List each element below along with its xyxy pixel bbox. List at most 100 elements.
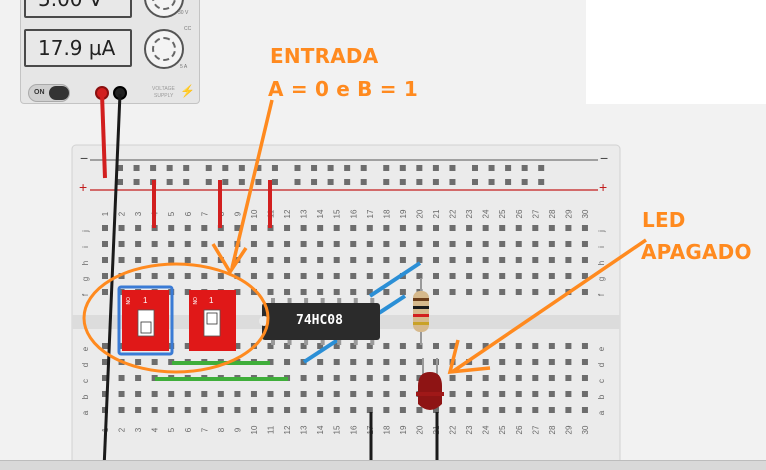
breadboard-hole[interactable] [466, 257, 473, 263]
breadboard-hole[interactable] [548, 241, 555, 247]
breadboard-hole[interactable] [581, 343, 588, 349]
breadboard-hole[interactable] [482, 375, 489, 381]
breadboard-hole[interactable] [118, 225, 125, 231]
breadboard-hole[interactable] [515, 225, 522, 231]
breadboard-hole[interactable] [135, 359, 142, 365]
breadboard-hole[interactable] [102, 257, 108, 263]
breadboard-hole[interactable] [168, 257, 175, 263]
breadboard-hole[interactable] [234, 273, 241, 279]
breadboard-hole[interactable] [366, 273, 373, 279]
breadboard-hole[interactable] [499, 375, 506, 381]
breadboard-hole[interactable] [532, 407, 539, 413]
breadboard-hole[interactable] [565, 257, 572, 263]
breadboard-hole[interactable] [317, 289, 324, 295]
rail-hole-plus[interactable] [183, 179, 190, 185]
breadboard-hole[interactable] [499, 273, 506, 279]
breadboard-hole[interactable] [515, 273, 522, 279]
breadboard-hole[interactable] [201, 273, 208, 279]
breadboard-hole[interactable] [184, 257, 191, 263]
breadboard-hole[interactable] [532, 375, 539, 381]
breadboard-hole[interactable] [350, 241, 357, 247]
breadboard-hole[interactable] [515, 289, 522, 295]
breadboard-hole[interactable] [581, 289, 588, 295]
breadboard-hole[interactable] [317, 343, 324, 349]
breadboard-hole[interactable] [449, 225, 456, 231]
breadboard-hole[interactable] [102, 343, 108, 349]
breadboard-hole[interactable] [168, 241, 175, 247]
wire-blue-1[interactable] [368, 261, 422, 298]
breadboard-hole[interactable] [333, 289, 340, 295]
breadboard-hole[interactable] [581, 225, 588, 231]
breadboard-hole[interactable] [217, 273, 224, 279]
led-red-off[interactable] [418, 372, 442, 410]
breadboard-hole[interactable] [234, 343, 241, 349]
breadboard-hole[interactable] [383, 257, 390, 263]
resistor[interactable] [413, 291, 429, 332]
rail-hole-minus[interactable] [360, 165, 367, 171]
breadboard-hole[interactable] [565, 407, 572, 413]
breadboard-hole[interactable] [399, 289, 406, 295]
breadboard-hole[interactable] [466, 289, 473, 295]
breadboard-hole[interactable] [416, 407, 423, 413]
rail-hole-minus[interactable] [344, 165, 351, 171]
wire-black-psu[interactable] [102, 93, 122, 469]
rail-hole-minus[interactable] [488, 165, 495, 171]
breadboard-hole[interactable] [433, 407, 439, 413]
breadboard-hole[interactable] [350, 375, 357, 381]
rail-hole-plus[interactable] [538, 179, 545, 185]
breadboard-hole[interactable] [300, 257, 307, 263]
breadboard-hole[interactable] [118, 257, 125, 263]
breadboard-hole[interactable] [383, 343, 390, 349]
rail-hole-minus[interactable] [271, 165, 278, 171]
breadboard-hole[interactable] [102, 225, 108, 231]
breadboard-hole[interactable] [151, 375, 158, 381]
breadboard-hole[interactable] [102, 391, 108, 397]
rail-hole-minus[interactable] [538, 165, 545, 171]
breadboard-hole[interactable] [234, 289, 241, 295]
breadboard-hole[interactable] [333, 241, 340, 247]
breadboard-hole[interactable] [548, 225, 555, 231]
breadboard-hole[interactable] [399, 375, 406, 381]
rail-hole-plus[interactable] [449, 179, 456, 185]
breadboard-hole[interactable] [118, 289, 125, 295]
breadboard-hole[interactable] [449, 375, 456, 381]
breadboard-hole[interactable] [201, 391, 208, 397]
breadboard-hole[interactable] [168, 225, 175, 231]
breadboard-hole[interactable] [217, 391, 224, 397]
rail-hole-plus[interactable] [521, 179, 528, 185]
breadboard-hole[interactable] [234, 225, 241, 231]
breadboard-hole[interactable] [482, 273, 489, 279]
breadboard-hole[interactable] [499, 289, 506, 295]
breadboard-hole[interactable] [102, 273, 108, 279]
breadboard-hole[interactable] [449, 289, 456, 295]
breadboard-hole[interactable] [317, 407, 324, 413]
breadboard-hole[interactable] [184, 407, 191, 413]
breadboard-hole[interactable] [267, 407, 274, 413]
breadboard-hole[interactable] [466, 241, 473, 247]
breadboard-hole[interactable] [168, 359, 175, 365]
breadboard-hole[interactable] [333, 391, 340, 397]
breadboard-hole[interactable] [317, 359, 324, 365]
breadboard-hole[interactable] [184, 241, 191, 247]
breadboard-hole[interactable] [449, 343, 456, 349]
breadboard-hole[interactable] [515, 407, 522, 413]
breadboard-hole[interactable] [581, 359, 588, 365]
breadboard-hole[interactable] [350, 273, 357, 279]
breadboard-hole[interactable] [565, 359, 572, 365]
breadboard-hole[interactable] [250, 225, 257, 231]
breadboard-hole[interactable] [135, 375, 142, 381]
breadboard-hole[interactable] [581, 375, 588, 381]
breadboard-hole[interactable] [350, 359, 357, 365]
breadboard-hole[interactable] [366, 359, 373, 365]
breadboard-hole[interactable] [399, 225, 406, 231]
breadboard-hole[interactable] [135, 241, 142, 247]
rail-hole-minus[interactable] [311, 165, 318, 171]
breadboard-hole[interactable] [184, 273, 191, 279]
rail-hole-minus[interactable] [166, 165, 173, 171]
rail-hole-minus[interactable] [327, 165, 334, 171]
breadboard-hole[interactable] [449, 273, 456, 279]
breadboard-hole[interactable] [466, 273, 473, 279]
breadboard-hole[interactable] [168, 391, 175, 397]
breadboard-hole[interactable] [383, 391, 390, 397]
breadboard-hole[interactable] [317, 241, 324, 247]
